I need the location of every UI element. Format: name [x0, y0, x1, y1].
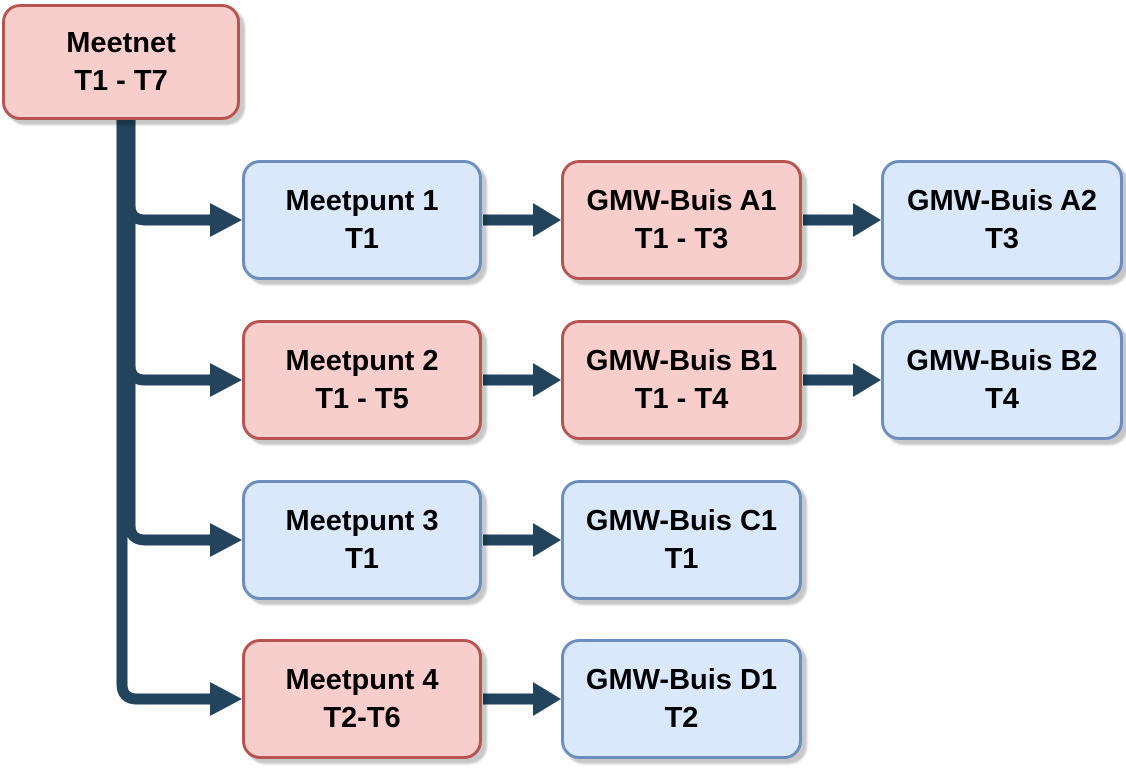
arrowhead-meetpunt1 — [210, 203, 242, 237]
connector-meetnet-to-meetpunt4 — [116, 117, 210, 705]
node-label: GMW-Buis B1 — [585, 345, 778, 377]
node-sublabel: T1 — [345, 543, 379, 575]
node-sublabel: T1 - T7 — [74, 65, 168, 97]
node-gmw-buis-c1: GMW-Buis C1 T1 — [561, 480, 802, 600]
arrowhead-gmwbuis-a1 — [533, 203, 561, 237]
node-label: GMW-Buis D1 — [585, 664, 778, 696]
node-label: GMW-Buis A2 — [906, 185, 1098, 217]
arrowhead-meetpunt2 — [210, 363, 242, 397]
node-sublabel: T1 — [345, 223, 379, 255]
arrowhead-gmwbuis-a2 — [853, 203, 881, 237]
node-meetnet: Meetnet T1 - T7 — [2, 4, 240, 120]
arrowhead-meetpunt4 — [210, 682, 242, 716]
node-label: Meetpunt 1 — [285, 185, 439, 217]
node-gmw-buis-b2: GMW-Buis B2 T4 — [881, 320, 1123, 440]
node-sublabel: T1 — [664, 543, 699, 575]
arrowhead-gmwbuis-c1 — [533, 523, 561, 557]
arrowhead-gmwbuis-b1 — [533, 363, 561, 397]
node-gmw-buis-a1: GMW-Buis A1 T1 - T3 — [561, 160, 802, 280]
node-sublabel: T1 - T5 — [315, 383, 409, 415]
node-label: GMW-Buis C1 — [585, 505, 778, 537]
node-gmw-buis-a2: GMW-Buis A2 T3 — [881, 160, 1123, 280]
connector-meetnet-to-meetpunt3 — [124, 117, 210, 546]
node-meetpunt-4: Meetpunt 4 T2-T6 — [242, 639, 482, 759]
connector-meetnet-to-meetpunt2 — [124, 117, 210, 386]
connector-meetnet-to-meetpunt1 — [124, 117, 210, 226]
node-sublabel: T2 — [664, 702, 699, 734]
node-label: GMW-Buis A1 — [586, 185, 777, 217]
arrowhead-meetpunt3 — [210, 523, 242, 557]
node-sublabel: T2-T6 — [323, 702, 401, 734]
node-gmw-buis-d1: GMW-Buis D1 T2 — [561, 639, 802, 759]
node-meetpunt-2: Meetpunt 2 T1 - T5 — [242, 320, 482, 440]
node-label: Meetnet — [66, 27, 176, 59]
node-sublabel: T1 - T4 — [634, 383, 729, 415]
node-label: Meetpunt 2 — [285, 345, 439, 377]
node-gmw-buis-b1: GMW-Buis B1 T1 - T4 — [561, 320, 802, 440]
node-label: GMW-Buis B2 — [906, 345, 1098, 377]
node-sublabel: T1 - T3 — [634, 223, 729, 255]
node-meetpunt-1: Meetpunt 1 T1 — [242, 160, 482, 280]
node-meetpunt-3: Meetpunt 3 T1 — [242, 480, 482, 600]
node-label: Meetpunt 3 — [285, 505, 439, 537]
node-sublabel: T3 — [985, 223, 1019, 255]
node-sublabel: T4 — [985, 383, 1019, 415]
node-label: Meetpunt 4 — [285, 664, 439, 696]
arrowhead-gmwbuis-b2 — [853, 363, 881, 397]
arrowhead-gmwbuis-d1 — [533, 682, 561, 716]
